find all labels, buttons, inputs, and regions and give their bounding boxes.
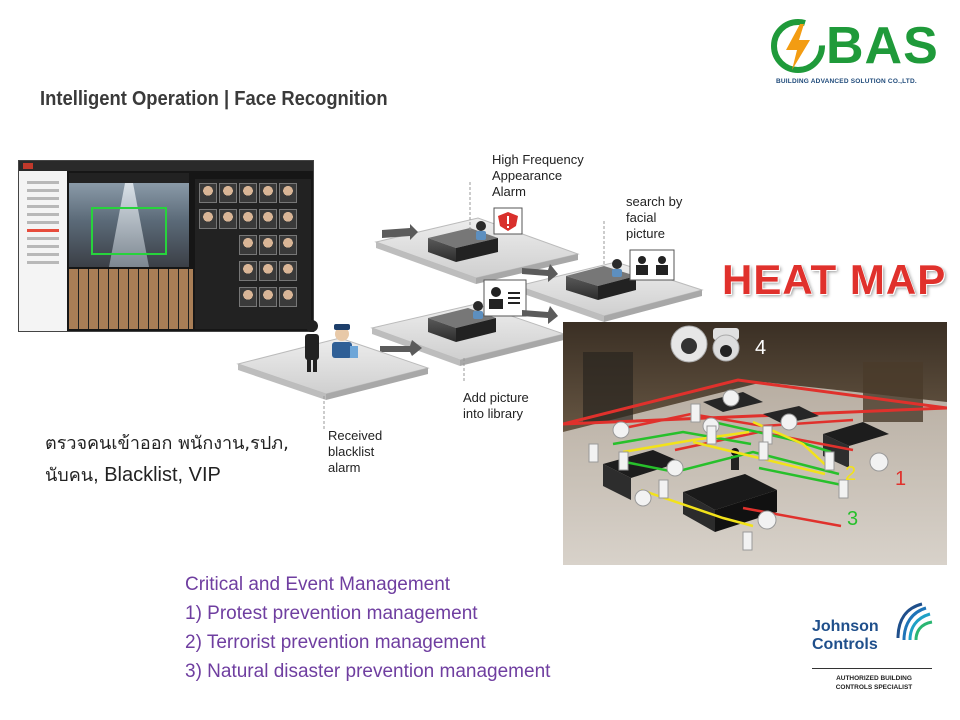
label-line: picture [626, 226, 666, 241]
jc-wordmark: Johnson Controls [812, 618, 879, 654]
jc-authorized-tag: AUTHORIZED BUILDING CONTROLS SPECIALIST [822, 674, 926, 692]
label-add-picture: Add picture into library [463, 390, 529, 422]
platform-add-picture [370, 279, 566, 382]
operation-scenario-diagram: High Frequency Appearance Alarm search b… [232, 150, 712, 450]
logo-subtitle: BUILDING ADVANCED SOLUTION CO.,LTD. [776, 78, 917, 85]
heat-map-museum-photo: 4 1 2 3 [562, 322, 948, 565]
management-item: 1) Protest prevention management [185, 603, 478, 624]
software-sidebar [19, 171, 67, 331]
thai-line-2: นับคน, Blacklist, VIP [45, 460, 289, 492]
label-line: High Frequency [492, 152, 584, 167]
label-line: Received [328, 428, 383, 443]
bas-logo: BAS BUILDING ADVANCED SOLUTION CO.,LTD. [770, 14, 946, 94]
label-line: Appearance [492, 168, 563, 183]
label-line: Alarm [492, 184, 526, 199]
face-match-grid [195, 179, 311, 329]
label-line: into library [463, 406, 523, 421]
label-line: blacklist [328, 444, 375, 459]
heat-map-title: HEAT MAP [722, 256, 947, 303]
johnson-controls-logo: Johnson Controls AUTHORIZED BUILDING CON… [812, 600, 936, 700]
jc-tag-line: AUTHORIZED BUILDING [836, 675, 912, 682]
jc-name-line: Controls [812, 636, 878, 653]
heat-map-marker-1: 1 [895, 468, 906, 490]
label-high-frequency-alarm: High Frequency Appearance Alarm [492, 152, 584, 200]
heat-map-marker-2: 2 [845, 463, 856, 485]
blacklist-vip-label: , Blacklist, VIP [93, 464, 221, 486]
label-search-by-facial-picture: search by facial picture [626, 194, 682, 242]
face-detection-box [91, 207, 167, 255]
label-line: Add picture [463, 390, 529, 405]
lightning-logo-icon [771, 19, 825, 73]
label-received-blacklist-alarm: Received blacklist alarm [328, 428, 382, 476]
jc-swirl-icon [896, 602, 933, 641]
thai-line-1: ตรวจคนเข้าออก พนักงาน,รปภ, [45, 433, 289, 454]
jc-tag-line: CONTROLS SPECIALIST [835, 684, 913, 691]
event-management-list: Critical and Event Management 1) Protest… [185, 570, 550, 686]
platform-blacklist-alarm [236, 320, 430, 430]
thai-count-label: นับคน [45, 465, 94, 486]
heat-map-marker-3: 3 [847, 508, 858, 530]
label-line: search by [626, 194, 683, 209]
face-comparison-software-screenshot [18, 160, 314, 332]
live-video-feed [69, 183, 189, 267]
logo-wordmark: BAS [826, 17, 939, 75]
label-line: alarm [328, 460, 361, 475]
management-item: 2) Terrorist prevention management [185, 632, 486, 653]
heat-map-marker-4: 4 [755, 337, 766, 359]
access-monitoring-description: ตรวจคนเข้าออก พนักงาน,รปภ, นับคน, Blackl… [45, 428, 289, 492]
jc-name-line: Johnson [812, 618, 879, 635]
captured-face-strip [69, 269, 193, 329]
label-line: facial [626, 210, 657, 225]
management-item: 3) Natural disaster prevention managemen… [185, 661, 551, 682]
slide-title: Intelligent Operation | Face Recognition [40, 88, 388, 110]
platform-search [516, 220, 704, 322]
management-heading: Critical and Event Management [185, 574, 451, 595]
